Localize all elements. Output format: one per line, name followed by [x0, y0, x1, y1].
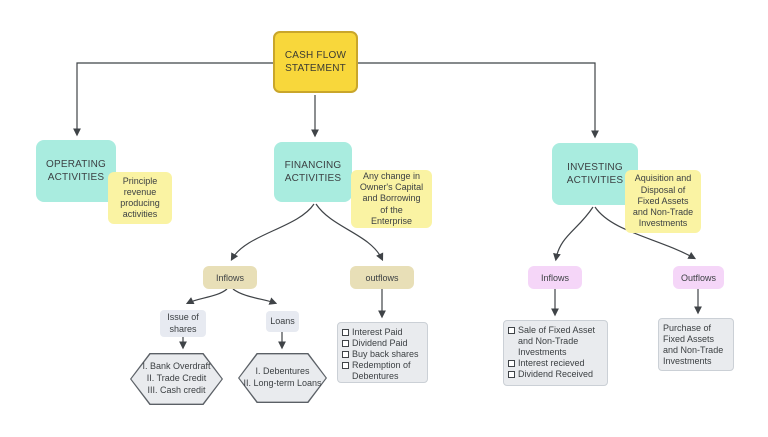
operating-activities-node: OPERATING ACTIVITIES — [36, 140, 116, 202]
connector-financing-inflows — [230, 203, 315, 262]
issue-of-shares-node: Issue of shares — [160, 310, 206, 337]
checkbox-icon — [342, 339, 349, 347]
connector-financing-outflows — [315, 203, 384, 262]
financing-inflows-node: Inflows — [203, 266, 257, 289]
connector-inflows-issue-of-shares — [185, 288, 228, 305]
checkbox-icon — [508, 327, 515, 334]
list-item: Redemption of Debentures — [342, 360, 423, 382]
investing-note: Aquisition and Disposal of Fixed Assets … — [625, 170, 701, 233]
connector-investing-inflows — [553, 206, 594, 262]
investing-outflows-node: Outflows — [673, 266, 724, 289]
debentures-hexagon: I. Debentures II. Long-term Loans — [238, 353, 327, 403]
checkbox-icon — [508, 370, 515, 378]
connector-root-investing — [358, 62, 599, 139]
financing-outflows-node: outflows — [350, 266, 414, 289]
checkbox-icon — [508, 359, 515, 367]
connector-root-operating — [73, 62, 273, 137]
checkbox-icon — [342, 361, 349, 369]
hexagon-fill — [239, 354, 326, 402]
connector-inflows-loans — [232, 288, 278, 305]
hexagon-label: I. Bank Overdraft II. Trade Credit III. … — [142, 361, 211, 395]
list-item: Interest recieved — [508, 358, 603, 369]
hexagon-fill — [131, 354, 222, 404]
connector-investing-outflows — [594, 206, 697, 260]
financing-note: Any change in Owner's Capital and Borrow… — [351, 170, 432, 228]
checkbox-icon — [342, 350, 349, 358]
checkbox-icon — [342, 329, 349, 336]
financing-outflows-list: Interest Paid Dividend Paid Buy back sha… — [337, 322, 428, 383]
loans-node: Loans — [266, 311, 299, 332]
list-item: Interest Paid — [342, 327, 423, 338]
cash-flow-statement-node: CASH FLOW STATEMENT — [273, 31, 358, 93]
purchase-note: Purchase of Fixed Assets and Non-Trade I… — [658, 318, 734, 371]
investing-inflows-node: Inflows — [528, 266, 582, 289]
list-item: Buy back shares — [342, 349, 423, 360]
hexagon-label: I. Debentures II. Long-term Loans — [243, 366, 322, 388]
operating-note: Principle revenue producing activities — [108, 172, 172, 224]
financing-activities-node: FINANCING ACTIVITIES — [274, 142, 352, 202]
list-item: Dividend Received — [508, 369, 603, 380]
bank-overdraft-hexagon: I. Bank Overdraft II. Trade Credit III. … — [130, 353, 223, 405]
list-item: Sale of Fixed Asset and Non-Trade Invest… — [508, 325, 603, 358]
investing-activities-node: INVESTING ACTIVITIES — [552, 143, 638, 205]
investing-inflows-list: Sale of Fixed Asset and Non-Trade Invest… — [503, 320, 608, 386]
list-item: Dividend Paid — [342, 338, 423, 349]
